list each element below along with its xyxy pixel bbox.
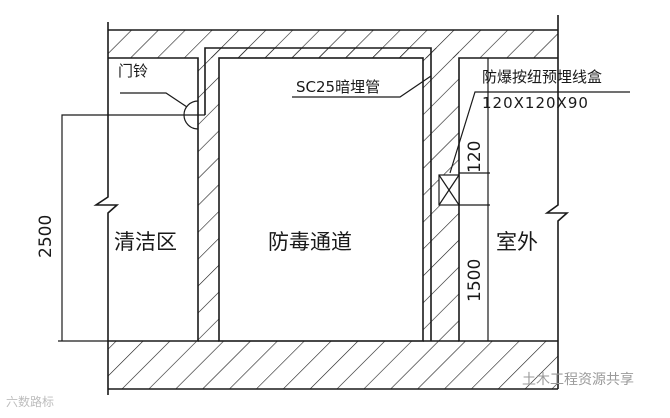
- room-decon-passage: 防毒通道: [268, 230, 352, 254]
- watermark-bottom-right: 土木工程资源共享: [522, 372, 634, 388]
- doorbell-symbol: [120, 92, 199, 130]
- dimension-lines: [58, 58, 490, 342]
- room-outdoor: 室外: [496, 230, 538, 254]
- dimension-1500: 1500: [465, 258, 485, 302]
- button-box-size-label: 120X120X90: [482, 94, 589, 112]
- watermark-bottom-left: 六数路标: [6, 395, 55, 409]
- dimension-2500: 2500: [36, 214, 56, 258]
- button-box-symbol: [438, 91, 630, 206]
- doorbell-label: 门铃: [118, 62, 149, 80]
- wall-outlines: [93, 15, 570, 395]
- button-box-title-label: 防爆按纽预埋线盒: [482, 68, 603, 86]
- dimension-120: 120: [465, 140, 485, 173]
- room-clean-zone: 清洁区: [114, 230, 177, 254]
- conduit-leader: [292, 75, 432, 98]
- conduit-label: SC25暗埋管: [296, 78, 381, 96]
